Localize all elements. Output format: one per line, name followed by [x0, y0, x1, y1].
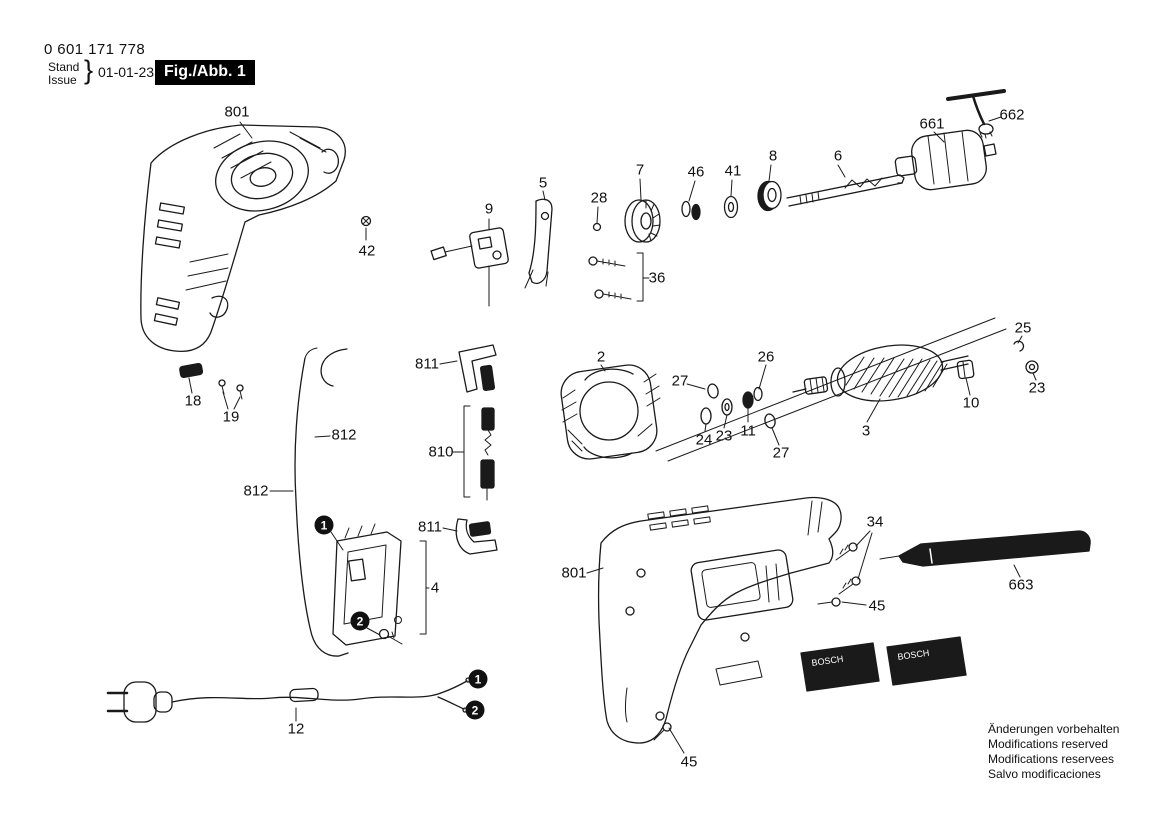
wire-marker-1-switch: 1	[314, 515, 334, 535]
small-washers-drawing	[700, 383, 776, 429]
stand-label: Stand	[48, 60, 80, 74]
lever-5-drawing	[524, 198, 553, 289]
nameplates-drawing	[800, 636, 967, 692]
callout-36: 36	[648, 269, 666, 287]
callout-42: 42	[358, 242, 376, 260]
callout-19: 19	[222, 408, 240, 426]
bearing-8-drawing	[757, 180, 782, 212]
callout-26: 26	[757, 348, 775, 366]
footer-line-es: Salvo modificaciones	[988, 767, 1101, 781]
callout-45-bottom: 45	[680, 753, 698, 771]
callout-45-right: 45	[868, 597, 886, 615]
callout-2: 2	[596, 348, 606, 366]
carbon-brushes-810-drawing	[480, 407, 495, 501]
document-number: 0 601 171 778	[44, 41, 146, 58]
nut-10-drawing	[956, 359, 975, 380]
callout-11: 11	[740, 422, 756, 440]
callout-46: 46	[687, 163, 705, 181]
power-cord-12-drawing	[106, 677, 471, 723]
callout-811-top: 811	[415, 355, 439, 373]
part-18-drawing	[179, 362, 204, 378]
issue-date: 01-01-23	[98, 64, 155, 80]
spindle-6-drawing	[786, 174, 905, 207]
screws-34-drawing	[835, 542, 861, 595]
callout-8: 8	[768, 147, 778, 165]
callout-812-right: 812	[331, 426, 357, 444]
callout-812-left: 812	[243, 482, 269, 500]
callout-23-mid: 23	[715, 427, 733, 445]
stator-2-drawing	[560, 364, 661, 460]
brush-clip-811-top-drawing	[458, 344, 497, 393]
callout-810: 810	[428, 443, 454, 461]
callout-3: 3	[861, 422, 871, 440]
callout-6: 6	[833, 147, 843, 165]
screw-42-drawing	[360, 215, 372, 227]
callout-34: 34	[866, 513, 884, 531]
depth-stop-663-drawing	[879, 530, 1091, 567]
drill-body-drawing	[597, 496, 842, 744]
armature-3-drawing	[792, 344, 969, 402]
callout-661: 661	[919, 115, 945, 133]
ring-23-drawing	[1025, 360, 1039, 374]
callout-28: 28	[590, 189, 608, 207]
callout-10: 10	[962, 394, 980, 412]
footer-line-de: Änderungen vorbehalten	[988, 722, 1120, 736]
screws-36-drawing	[588, 256, 632, 300]
footer-line-en: Modifications reserved	[988, 737, 1109, 751]
screw-28-drawing	[592, 222, 602, 232]
washers-46-drawing	[681, 200, 701, 221]
callout-41: 41	[724, 162, 742, 180]
callout-18: 18	[184, 392, 202, 410]
callout-25: 25	[1014, 319, 1032, 337]
footer-line-fr: Modifications reservees	[988, 752, 1115, 766]
callout-9: 9	[484, 200, 494, 218]
callout-27-bottom: 27	[772, 444, 790, 462]
callout-23-right: 23	[1028, 379, 1046, 397]
header-brace: }	[84, 55, 94, 85]
wire-marker-1-cord: 1	[468, 669, 488, 689]
chuck-key-662-drawing	[946, 89, 1006, 139]
callout-5: 5	[538, 174, 548, 192]
footer-notes: Änderungen vorbehalten Modifications res…	[988, 722, 1119, 782]
screw-45-right-drawing	[817, 597, 841, 607]
figure-label: Fig./Abb. 1	[155, 60, 255, 85]
switch-4-drawing	[332, 523, 403, 646]
cable-812-drawing	[294, 347, 349, 657]
wire-marker-2-switch: 2	[350, 611, 370, 631]
callout-811-bottom: 811	[418, 518, 442, 536]
leader-lines	[188, 116, 1037, 754]
clip-25-drawing	[1013, 340, 1025, 352]
callout-12: 12	[287, 720, 305, 738]
issue-label: Issue	[48, 73, 77, 87]
callout-663: 663	[1008, 576, 1034, 594]
wire-marker-2-cord: 2	[465, 700, 485, 720]
callout-662: 662	[999, 106, 1025, 124]
fan-7-drawing	[624, 199, 661, 243]
screws-19-drawing	[218, 379, 244, 400]
nameplate-text-2: BOSCH	[897, 648, 930, 662]
callout-27-top: 27	[671, 372, 689, 390]
washer-41-drawing	[723, 195, 739, 219]
callout-24: 24	[695, 431, 713, 449]
screw-45-bottom-drawing	[653, 722, 672, 741]
callout-4: 4	[430, 579, 440, 597]
axis-line	[655, 317, 1007, 462]
motor-housing-drawing	[140, 124, 346, 353]
chuck-661-drawing	[894, 129, 997, 191]
nameplate-text-1: BOSCH	[811, 654, 844, 668]
callout-7: 7	[635, 161, 645, 179]
callout-801-housing: 801	[224, 103, 250, 121]
brush-clip-811-bottom-drawing	[455, 518, 498, 555]
callout-801-body: 801	[561, 564, 587, 582]
brush-plate-9-drawing	[430, 227, 509, 307]
